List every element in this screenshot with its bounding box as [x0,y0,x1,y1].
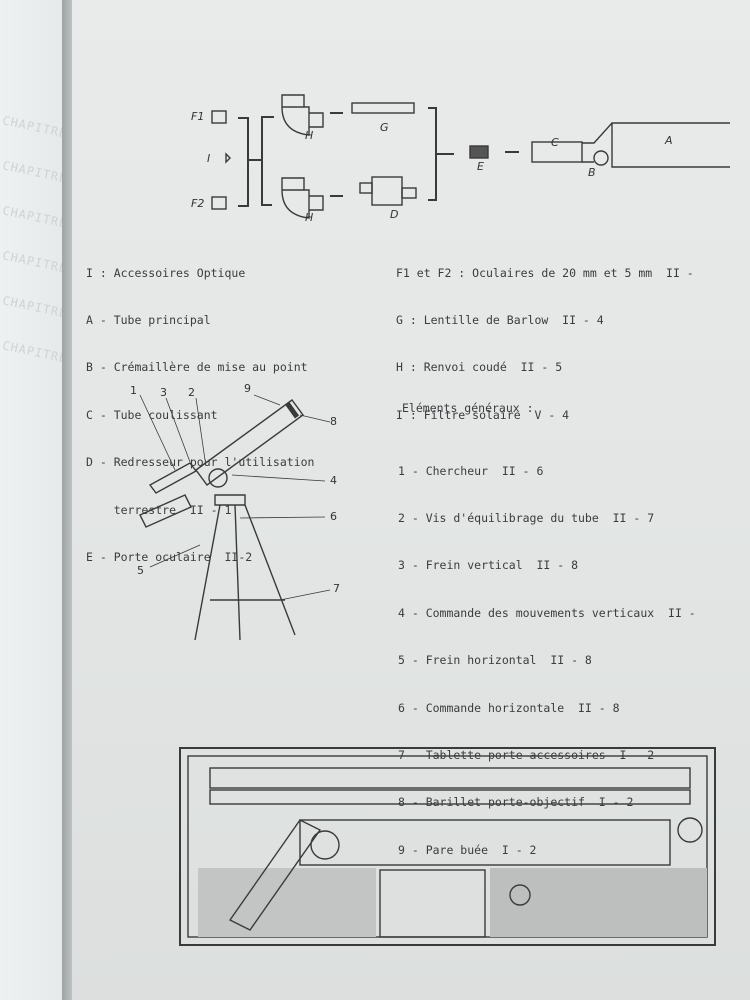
callout-3: 3 [160,386,167,399]
case-tube-1 [209,767,691,789]
focuser-knob [593,150,609,166]
legend-item: terrestre II - 1 [86,502,232,517]
legend-right: F1 et F2 : Oculaires de 20 mm et 5 mm II… [396,234,694,439]
diagonal-top [281,94,324,136]
label-f2: F2 [191,197,205,210]
label-e: E [477,160,484,173]
case-main-tube [299,819,671,866]
label-i: I [207,152,211,165]
general-elements-list: 1 - Chercheur II - 6 2 - Vis d'équilibra… [398,432,696,874]
element-item: 9 - Pare buée I - 2 [398,842,537,857]
page-edge-shadow [62,0,74,1000]
callout-4: 4 [330,474,337,487]
element-item: 2 - Vis d'équilibrage du tube II - 7 [398,510,655,525]
accessory-diagram [211,94,730,219]
legend-item: I : Accessoires Optique [86,265,246,280]
legend-item: H : Renvoi coudé II - 5 [396,360,563,375]
legend-item: F1 et F2 : Oculaires de 20 mm et 5 mm II… [396,265,694,280]
dew-shield [284,401,300,419]
label-h-bottom: H [305,211,314,224]
element-item: 5 - Frein horizontal II - 8 [398,653,592,668]
telescope-drawing [139,394,331,641]
drawtube [531,141,583,163]
element-item: 1 - Chercheur II - 6 [398,463,544,478]
label-d: D [390,208,399,221]
label-a: A [665,134,673,147]
eyepiece-f2 [211,196,227,210]
callout-5: 5 [137,564,144,577]
callout-9: 9 [244,382,251,395]
connector-dashes [330,112,343,197]
callout-lines [139,394,331,601]
legend-item: A - Tube principal [86,312,211,327]
callout-6: 6 [330,510,337,523]
element-item: 3 - Frein vertical II - 8 [398,558,579,573]
telescope-tube [195,399,304,486]
element-item: 4 - Commande des mouvements verticaux II… [398,605,696,620]
bracket-left [238,116,274,207]
bracket-right [428,107,454,201]
callout-8: 8 [330,415,337,428]
legend-item: G : Lentille de Barlow II - 4 [396,312,604,327]
eyepiece-f1 [211,110,227,124]
legend-item: E - Porte oculaire II-2 [86,549,253,564]
underlying-page: CHAPITRE CHAPITRE CHAPITRE CHAPITRE CHAP… [0,0,69,1000]
solar-filter [225,152,231,164]
diagonal-bottom [281,177,324,219]
eyepiece-holder [469,145,489,159]
callout-7: 7 [333,582,340,595]
element-item: 7 - Tablette porte accessoires I - 2 [398,747,655,762]
storage-case [179,747,716,946]
legend-left: I : Accessoires Optique A - Tube princip… [86,234,314,582]
element-item: 8 - Barillet porte-objectif I - 2 [398,795,634,810]
general-elements-heading: Eléments généraux : [402,401,534,415]
label-g: G [380,121,389,134]
legend-item: B - Crémaillère de mise au point [86,360,308,375]
erecting-lens [371,176,403,206]
label-h-top: H [305,129,314,142]
label-b: B [588,166,596,179]
legend-item: I : Filtre solaire V - 4 [396,407,570,422]
tripod-legs [194,504,296,641]
finder-scope [148,462,198,494]
barlow-lens [351,102,415,114]
element-item: 6 - Commande horizontale II - 8 [398,700,620,715]
legend-item: D - Redresseur pour l'utilisation [86,455,315,470]
callout-1: 1 [130,384,137,397]
label-f1: F1 [191,110,205,123]
label-c: C [551,136,559,149]
main-tube [582,122,730,168]
callout-2: 2 [188,386,195,399]
legend-item: C - Tube coulissant [86,407,218,422]
